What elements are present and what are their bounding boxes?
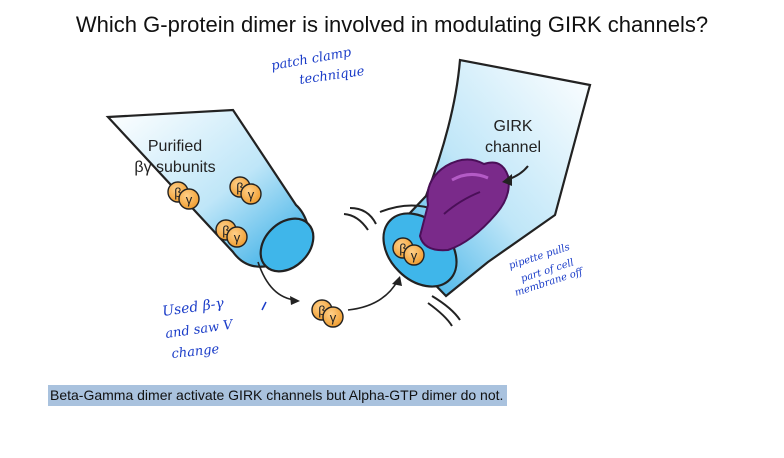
beta-subunit-label: β bbox=[236, 180, 243, 195]
girk-label-line2: channel bbox=[485, 139, 541, 156]
gamma-subunit-label: γ bbox=[234, 230, 241, 245]
girk-channel bbox=[418, 158, 510, 252]
gamma-subunit-label: γ bbox=[330, 310, 337, 325]
handwritten-note-right: pipette pulls part of cell membrane off bbox=[508, 242, 586, 299]
beta-subunit-label: β bbox=[174, 185, 181, 200]
gamma-subunit-circle bbox=[322, 306, 344, 328]
gamma-subunit-circle bbox=[403, 244, 425, 266]
caption-highlight: Beta-Gamma dimer activate GIRK channels … bbox=[48, 385, 508, 406]
girk-label-line1: GIRK bbox=[493, 118, 532, 135]
flow-arrow-left bbox=[257, 261, 300, 305]
gamma-subunit-label: γ bbox=[186, 192, 193, 207]
handwritten-note-top: patch clamp technique bbox=[270, 45, 366, 88]
beta-subunit-label: β bbox=[399, 241, 406, 256]
gamma-subunit-circle bbox=[240, 183, 262, 205]
note-left-line1: Used β-γ bbox=[161, 295, 225, 320]
note-left-line2: and saw V bbox=[164, 317, 235, 341]
gamma-subunit-label: γ bbox=[411, 248, 418, 263]
note-left-line3: change bbox=[171, 342, 220, 362]
note-left-squiggle bbox=[261, 301, 267, 311]
left-pipette bbox=[105, 108, 315, 273]
handwritten-note-left: Used β-γ and saw V change bbox=[161, 295, 235, 362]
purified-label-line2: βγ subunits bbox=[134, 159, 215, 176]
beta-subunit-label: β bbox=[222, 223, 229, 238]
purified-label-line1: Purified bbox=[148, 138, 202, 155]
beta-subunit-label: β bbox=[318, 303, 325, 318]
gamma-subunit-circle bbox=[226, 226, 248, 248]
girk-pointer-arrow bbox=[502, 165, 529, 186]
page-title: Which G-protein dimer is involved in mod… bbox=[75, 12, 709, 37]
flow-arrow-right bbox=[347, 276, 402, 311]
gamma-subunit-circle bbox=[178, 188, 200, 210]
gamma-subunit-label: γ bbox=[248, 187, 255, 202]
